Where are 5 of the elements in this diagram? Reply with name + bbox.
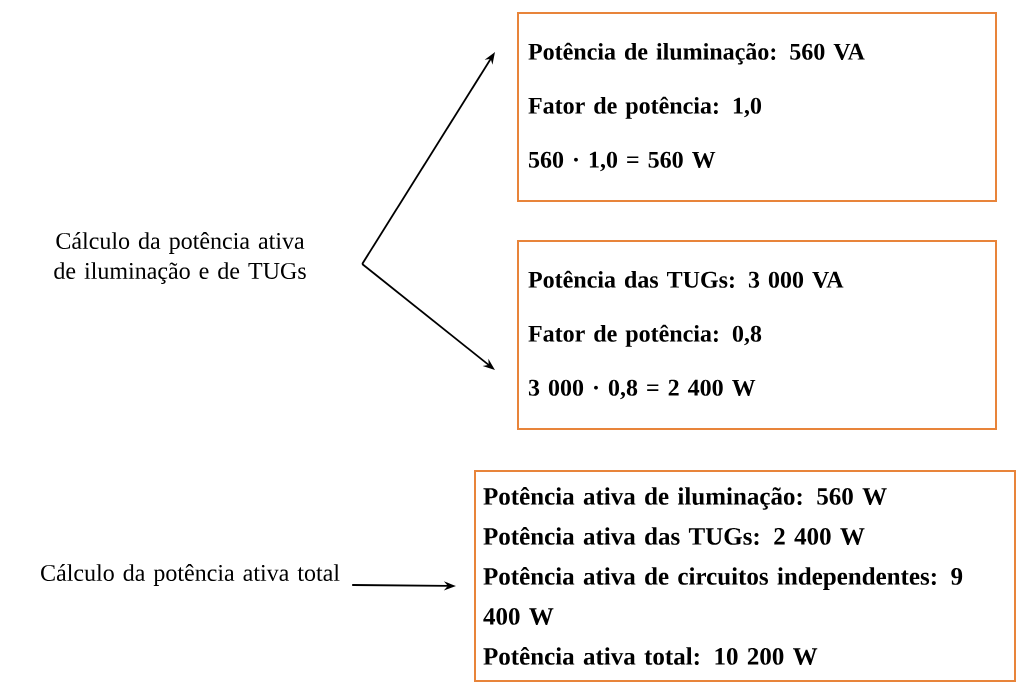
caption-text: Cálculo da potência ativa de iluminação e de TUGs bbox=[54, 232, 306, 284]
result-box: Potência de iluminação: 560 VA Fator de potência: 1,0 560 · 1,0 = 560 W bbox=[517, 12, 997, 202]
result-box: Potência das TUGs: 3 000 VA Fator de potência: 0,8 3 000 · 0,8 = 2 400 W bbox=[517, 240, 997, 430]
caption-text: Cálculo da potência ativa total bbox=[41, 564, 340, 586]
total-box: Potência ativa de iluminação: 560 W Potência ativa das TUGs: 2 400 W Potência ativa de circuitos independentes: 9 400 W Potência ativa total: 10 200 W bbox=[474, 470, 1016, 682]
